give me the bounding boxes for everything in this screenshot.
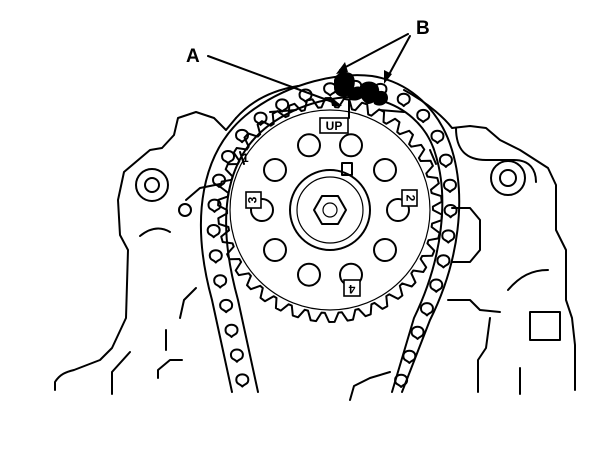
chain-link (323, 82, 338, 97)
chain-link (229, 348, 244, 363)
chain-link (213, 274, 228, 289)
sprocket-pitch-circle (229, 109, 431, 311)
chain-link (436, 254, 451, 269)
chain-link (221, 150, 236, 165)
chain-link (443, 204, 458, 219)
engine-block-outline (54, 85, 576, 401)
chain-link (410, 325, 425, 340)
sprocket-hole (297, 133, 321, 158)
sprocket-hole (250, 198, 274, 222)
chain-link (275, 98, 290, 113)
mark-four: 4 (343, 279, 361, 297)
chain-link (438, 153, 453, 168)
callout-a-arrowhead (330, 96, 342, 106)
svg-text:UP: UP (326, 119, 343, 133)
chain-link (206, 223, 221, 239)
colored-chain-links (334, 72, 388, 106)
mark-up: UP (319, 117, 349, 134)
mark-three: 3 (245, 191, 262, 209)
chain-link (212, 173, 227, 188)
svg-text:4: 4 (348, 282, 355, 296)
chain-link (402, 349, 417, 364)
sprocket-hole (373, 238, 397, 262)
chain-link (419, 302, 434, 317)
mark-two: 2 (401, 189, 418, 207)
chain-link (430, 129, 445, 145)
mark-one: 1 (242, 151, 249, 165)
chain-link (429, 278, 444, 293)
sprocket-bolt-center (322, 202, 338, 218)
callout-b-leader-left (339, 33, 409, 71)
cam-sprocket (217, 97, 443, 323)
callout-b: B (416, 18, 430, 39)
svg-text:2: 2 (403, 195, 417, 202)
sprocket-hub (289, 169, 371, 251)
callout-a-leader (207, 55, 339, 105)
chain-link (208, 249, 223, 264)
callout-b-leader-right (385, 35, 411, 81)
block-bolt-boss-lower-left (178, 203, 192, 217)
sprocket-teeth (217, 97, 443, 323)
chain-link (441, 229, 456, 244)
sprocket-tooth-profile (217, 97, 443, 323)
chain-link (207, 198, 222, 213)
sprocket-keyway (341, 162, 353, 176)
chain-link (219, 298, 234, 314)
callout-a: A (186, 46, 200, 67)
block-bolt-boss-left (135, 168, 169, 202)
callout-b-arrowhead-right (384, 70, 392, 84)
chain-link (224, 323, 239, 338)
sprocket-hole (263, 158, 287, 182)
callout-b-arrowhead-left (336, 62, 348, 74)
chain-link (416, 108, 431, 124)
chain-link (442, 178, 457, 193)
sprocket-hole (263, 238, 287, 262)
block-bolt-boss-right (490, 160, 526, 196)
chain-link (394, 373, 409, 388)
sprocket-hole (373, 158, 397, 182)
sprocket-hole (339, 133, 363, 158)
sprocket-holes (250, 133, 410, 287)
sprocket-hole (386, 198, 410, 222)
sprocket-hole (297, 262, 321, 287)
svg-text:3: 3 (246, 196, 260, 203)
sprocket-bolt-head (313, 195, 347, 225)
chain-link (396, 92, 411, 108)
tdc-reference-line (239, 99, 437, 165)
chain-link (235, 373, 250, 388)
sprocket-hub-inner (296, 176, 364, 244)
